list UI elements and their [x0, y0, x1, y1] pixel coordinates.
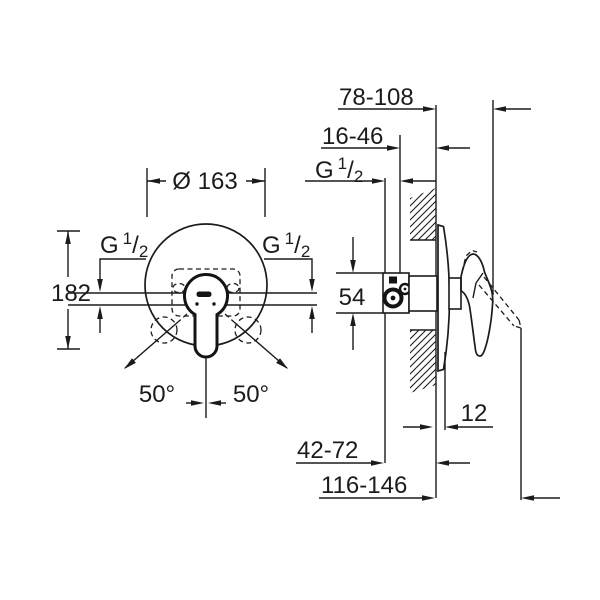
- depth-range-label: 42-72: [297, 437, 358, 464]
- height-label: 182: [51, 280, 91, 307]
- lever-alt-edge-1: [483, 276, 520, 321]
- lever-hub: [448, 277, 462, 310]
- valve-bolt: [382, 287, 404, 309]
- handle-dot-right: [212, 302, 216, 306]
- angle-right-label: 50°: [233, 381, 269, 408]
- swing-line-right: [233, 321, 288, 369]
- rosette-side: [437, 223, 451, 373]
- wall-hatch-lower: [410, 330, 436, 393]
- valve-screw-center: [403, 287, 407, 291]
- dim-body-height: 54: [336, 237, 383, 350]
- screw-boss-right: [226, 282, 240, 294]
- angle-left-label: 50°: [139, 381, 175, 408]
- dim-diameter: Ø 163: [146, 168, 266, 217]
- lever-alt-tip: [513, 319, 522, 329]
- rosette-thickness-label: 12: [461, 400, 488, 427]
- screw-boss-left: [172, 282, 186, 294]
- diameter-label: Ø 163: [172, 168, 237, 195]
- lever-side: [460, 253, 494, 357]
- angle-arrowhead-left: [124, 358, 136, 369]
- cartridge-housing: [408, 275, 438, 312]
- handle-dot-left: [195, 302, 199, 306]
- body-height-label: 54: [339, 284, 366, 311]
- cartridge-hidden-outline: [171, 268, 241, 317]
- wall-to-lever-label: 78-108: [339, 84, 414, 111]
- valve-detail-square: [389, 276, 397, 284]
- lever-alt-edge-2: [478, 284, 515, 327]
- overall-range-label: 116-146: [321, 472, 407, 499]
- angle-arrowhead-right: [276, 358, 288, 369]
- port-circle-left: [150, 316, 178, 344]
- dim-thread-depth: 16-46: [321, 123, 470, 151]
- dim-overall-range: 116-146: [319, 472, 560, 501]
- dim-wall-to-lever: 78-108: [338, 84, 531, 112]
- port-circle-right: [234, 316, 262, 344]
- wall-hatch-upper: [410, 188, 436, 240]
- dim-height: 182: [51, 230, 91, 350]
- angle-dim-arrow-right: [208, 400, 221, 406]
- swing-line-left: [124, 321, 179, 369]
- lever-neck-line: [472, 272, 484, 299]
- lever-handle-front: [183, 273, 229, 359]
- dim-rosette-thickness: 12: [403, 400, 493, 430]
- thread-depth-label: 16-46: [322, 123, 383, 150]
- handle-slot: [196, 291, 212, 297]
- valve-bolt-center: [390, 295, 396, 301]
- lever-alt-top: [461, 249, 478, 273]
- angle-dim-arrow-left: [191, 400, 204, 406]
- dim-depth-range: 42-72: [296, 437, 470, 466]
